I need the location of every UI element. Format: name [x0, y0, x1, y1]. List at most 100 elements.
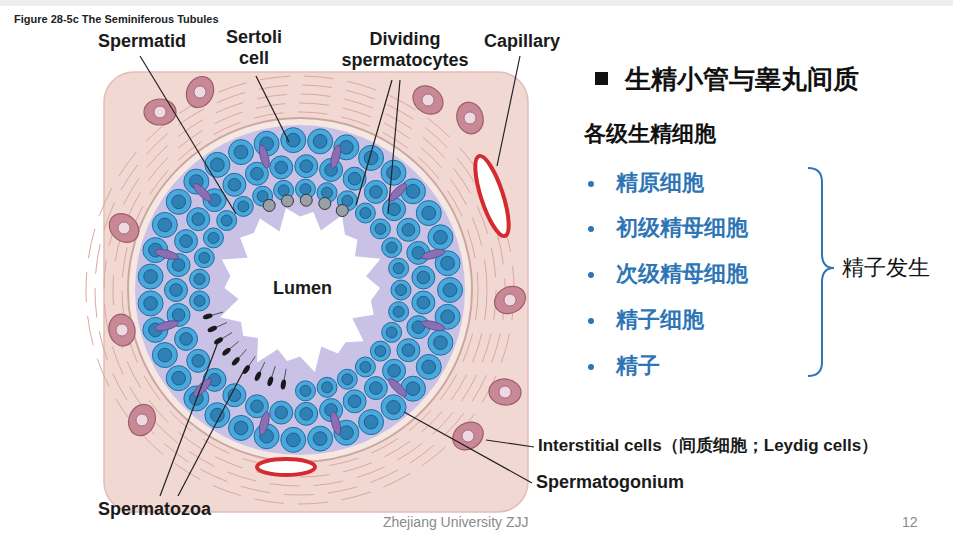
germ-cell — [165, 279, 188, 302]
list-bullets — [588, 181, 594, 370]
nucleus — [443, 283, 457, 297]
germ-cell — [355, 357, 375, 377]
germ-cell — [370, 341, 390, 361]
nucleus — [116, 324, 128, 336]
nucleus — [208, 232, 219, 243]
leader-line — [486, 440, 534, 447]
germ-cell — [364, 377, 387, 400]
germ-cell — [229, 415, 254, 440]
nucleus — [402, 344, 415, 357]
spermatid-cell — [336, 205, 348, 217]
nucleus — [417, 271, 430, 284]
germ-cell — [281, 128, 306, 153]
nucleus — [221, 215, 232, 226]
figure-caption: Figure 28-5c The Seminiferous Tubules — [14, 13, 219, 25]
nucleus — [462, 430, 474, 442]
nucleus — [348, 395, 361, 408]
fibers — [86, 76, 514, 504]
germ-cell — [412, 266, 435, 289]
sertoli-cell — [154, 319, 179, 333]
nucleus — [300, 184, 311, 195]
germ-cell — [397, 218, 420, 241]
leader-line — [178, 372, 243, 496]
germ-cell — [295, 381, 315, 401]
nucleus — [228, 178, 241, 191]
sperm-head — [202, 313, 213, 321]
nucleus — [499, 386, 511, 398]
nucleus — [234, 421, 248, 435]
nucleus — [464, 112, 476, 124]
germ-cell — [152, 212, 177, 237]
nucleus — [434, 230, 448, 244]
leader-line — [140, 56, 236, 214]
germ-cell — [428, 225, 453, 250]
sperm-head — [207, 325, 218, 334]
germ-cell — [381, 395, 406, 420]
nucleus — [192, 213, 205, 226]
nucleus — [387, 166, 401, 180]
nucleus — [210, 158, 224, 172]
sertoli-cell — [421, 319, 446, 333]
title-bullet — [595, 72, 608, 85]
germ-cell — [152, 343, 177, 368]
nucleus — [322, 382, 333, 393]
nucleus — [158, 218, 172, 232]
nucleus — [388, 203, 401, 216]
nucleus — [172, 259, 185, 272]
nucleus — [370, 382, 383, 395]
germ-cell — [389, 302, 409, 322]
nucleus — [192, 355, 205, 368]
nucleus — [118, 222, 130, 234]
fiber — [113, 103, 487, 477]
germ-cell — [166, 189, 191, 214]
germ-cell — [383, 359, 406, 382]
spermatid-cell — [281, 195, 293, 207]
germ-cell — [382, 238, 402, 258]
part-label: Lumen — [273, 278, 332, 299]
capillary — [469, 153, 516, 240]
germ-cell — [359, 145, 384, 170]
nucleus — [228, 389, 241, 402]
sertoli-cell — [257, 144, 271, 169]
germ-cell — [337, 369, 357, 389]
nucleus — [136, 414, 148, 426]
nucleus — [360, 208, 371, 219]
germ-cell — [428, 330, 453, 355]
page-number: 12 — [902, 514, 918, 530]
nucleus — [364, 415, 378, 429]
nucleus — [278, 185, 289, 196]
sertoli-cell — [329, 144, 343, 169]
nucleus — [170, 284, 183, 297]
sperm-head — [280, 379, 287, 390]
germ-cell — [270, 156, 293, 179]
list-item: 精子细胞 — [616, 307, 704, 332]
germ-cell — [364, 180, 387, 203]
basement-membrane — [128, 118, 472, 462]
nucleus — [386, 327, 397, 338]
fiber — [122, 112, 478, 468]
leader-line — [256, 76, 289, 142]
part-label: Dividing spermatocytes — [330, 29, 480, 70]
nucleus — [370, 186, 383, 199]
nucleus — [375, 223, 386, 234]
spermatid-cell — [300, 194, 312, 206]
interstitial-cell — [106, 312, 138, 348]
germ-cell — [370, 219, 390, 239]
interstitial-cell — [407, 80, 448, 120]
sperm-head — [253, 371, 262, 382]
sertoli-cell — [191, 181, 214, 204]
nucleus — [375, 346, 386, 357]
list-item: 精子 — [616, 353, 660, 378]
nucleus — [194, 295, 205, 306]
interstitial-cell — [144, 99, 176, 125]
nucleus — [441, 256, 455, 270]
bullet — [588, 181, 594, 187]
leader-line — [404, 412, 532, 483]
germ-cell — [175, 230, 198, 253]
nucleus — [251, 167, 264, 180]
germ-cell — [295, 155, 318, 178]
lumen — [220, 208, 381, 372]
nucleus — [322, 187, 333, 198]
part-label: Spermatogonium — [536, 472, 684, 493]
